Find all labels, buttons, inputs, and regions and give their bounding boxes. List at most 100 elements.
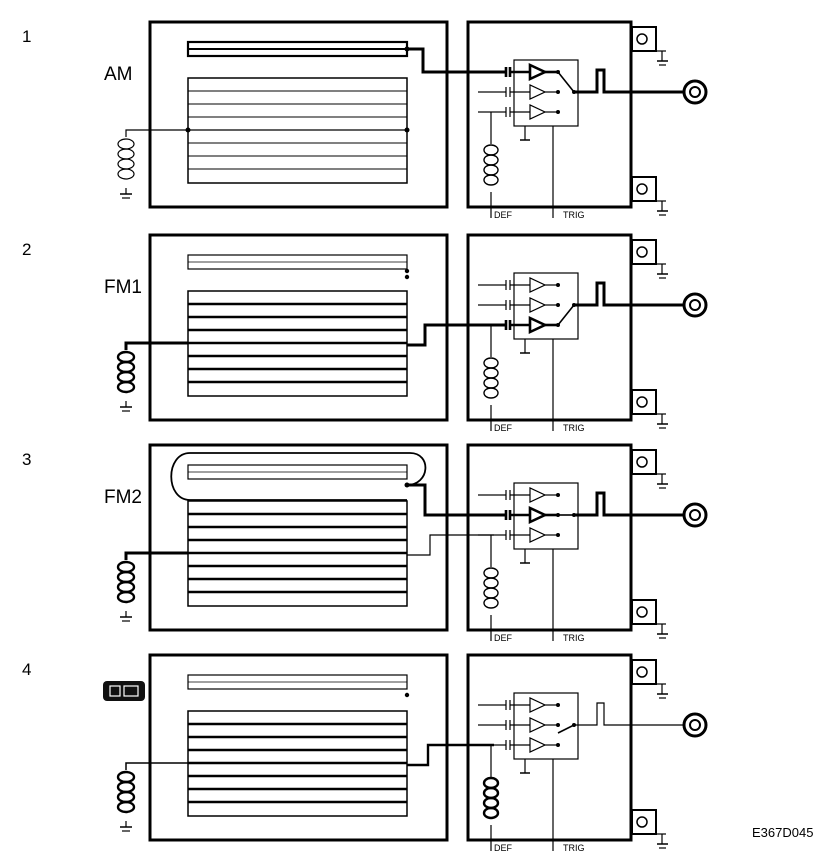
amplifier-triangle — [528, 315, 549, 335]
coil-lead — [124, 551, 188, 560]
filter-coil — [483, 577, 499, 589]
filter-coil — [482, 796, 500, 810]
switch-contact — [556, 533, 560, 537]
coil-lead — [125, 762, 188, 770]
mount-bracket — [631, 599, 657, 625]
filter-coil — [483, 597, 499, 609]
mount-bracket — [631, 659, 657, 685]
filter-coil — [483, 357, 499, 369]
choke-coil — [116, 790, 136, 804]
choke-coil — [116, 580, 136, 594]
antenna-jack — [682, 292, 708, 318]
amplifier-box — [466, 233, 633, 422]
signal-route — [407, 47, 506, 74]
amplifier-triangle — [529, 737, 547, 753]
switch-arm — [557, 304, 575, 326]
filter-coil — [483, 144, 499, 156]
choke-coil — [116, 770, 136, 784]
amplifier-box — [466, 20, 633, 209]
def-label: DEF — [494, 210, 513, 220]
mount-hole — [636, 183, 648, 195]
signal-route — [407, 483, 506, 517]
filter-coil — [483, 377, 499, 389]
choke-coil — [116, 350, 136, 364]
panel-number: 2 — [22, 240, 31, 259]
filter-coil — [483, 587, 499, 599]
secondary-route — [407, 534, 494, 556]
filter-coil — [483, 387, 499, 399]
antenna-jack — [682, 502, 708, 528]
switch-contact — [556, 110, 560, 114]
amplifier-triangle — [529, 297, 547, 313]
amplifier-switch-block — [513, 692, 579, 760]
choke-coil — [116, 560, 136, 574]
choke-coil — [117, 148, 135, 160]
choke-coil — [117, 138, 135, 150]
amplifier-triangle — [529, 84, 547, 100]
switch-contact — [556, 493, 560, 497]
choke-coil — [117, 158, 135, 170]
trig-label: TRIG — [563, 633, 585, 643]
amplifier-switch-block — [513, 59, 579, 127]
def-label: DEF — [494, 843, 513, 853]
filter-coil — [483, 154, 499, 166]
icon-glyph — [123, 685, 139, 697]
mount-bracket — [631, 176, 657, 202]
switch-arm — [557, 71, 575, 93]
choke-coil — [116, 800, 136, 814]
choke-coil — [116, 370, 136, 384]
filter-coil — [482, 806, 500, 820]
mount-bracket — [631, 239, 657, 265]
signal-route — [407, 743, 494, 767]
filter-coil — [482, 786, 500, 800]
panel-number: 4 — [22, 660, 31, 679]
output-cable — [574, 68, 684, 94]
switch-contact — [556, 703, 560, 707]
mount-hole — [636, 246, 648, 258]
switch-contact — [556, 90, 560, 94]
signal-route — [407, 323, 506, 347]
mount-hole — [636, 606, 648, 618]
rear-window — [148, 443, 449, 632]
mount-hole — [636, 396, 648, 408]
choke-coil — [117, 168, 135, 180]
choke-coil — [116, 380, 136, 394]
amplifier-triangle — [529, 717, 547, 733]
rear-window — [148, 233, 449, 422]
trig-label: TRIG — [563, 423, 585, 433]
antenna-jack — [682, 712, 708, 738]
amplifier-triangle — [529, 104, 547, 120]
filter-coil — [483, 367, 499, 379]
amplifier-triangle — [529, 527, 547, 543]
choke-coil — [116, 570, 136, 584]
loop-route — [170, 452, 427, 501]
amplifier-triangle — [529, 277, 547, 293]
output-cable — [574, 491, 684, 517]
switch-arm — [557, 724, 575, 734]
filter-coil — [483, 567, 499, 579]
def-label: DEF — [494, 423, 513, 433]
panel-number: 1 — [22, 27, 31, 46]
switch-contact — [556, 303, 560, 307]
mount-hole — [636, 33, 648, 45]
icon-glyph — [109, 685, 121, 697]
mount-hole — [636, 816, 648, 828]
def-label: DEF — [494, 633, 513, 643]
mount-bracket — [631, 389, 657, 415]
mount-bracket — [631, 449, 657, 475]
choke-coil — [116, 360, 136, 374]
figure-code: E367D045 — [752, 825, 813, 840]
antenna-jack-core — [689, 86, 701, 98]
trig-label: TRIG — [563, 843, 585, 853]
junction-dot — [404, 268, 410, 274]
antenna-jack — [682, 79, 708, 105]
junction-dot — [404, 127, 410, 133]
antenna-jack-core — [689, 299, 701, 311]
coil-lead — [125, 129, 407, 137]
mount-bracket — [631, 809, 657, 835]
filter-coil — [483, 174, 499, 186]
